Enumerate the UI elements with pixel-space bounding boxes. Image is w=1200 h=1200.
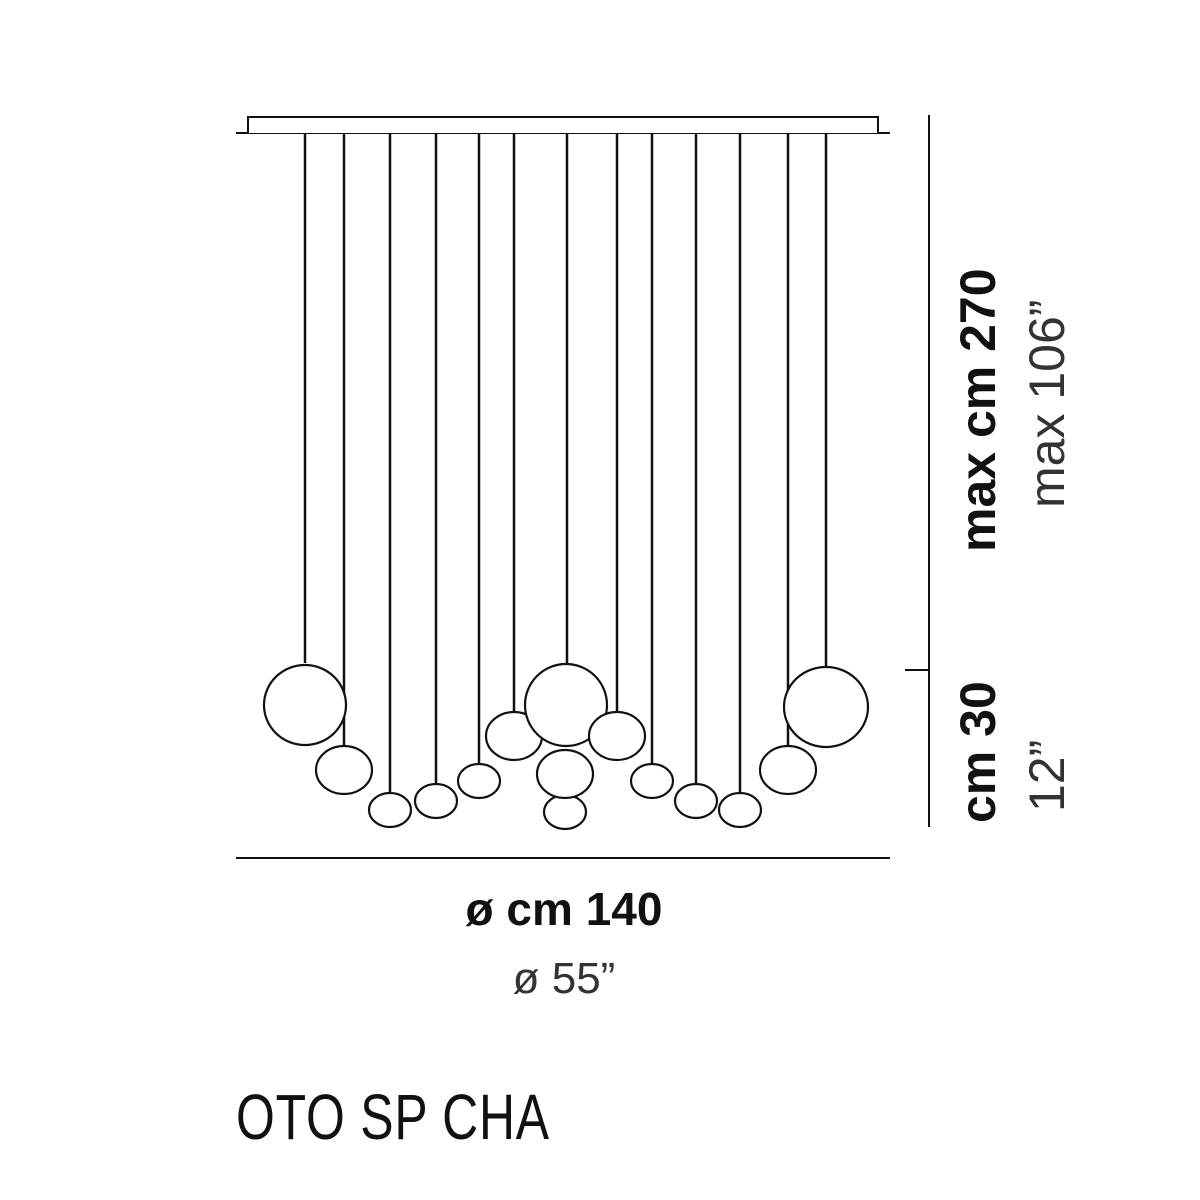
ceiling-canopy xyxy=(236,116,890,134)
globe xyxy=(314,744,374,796)
globe xyxy=(717,791,763,829)
diameter-metric: ø cm 140 xyxy=(466,883,663,935)
dimension-lines xyxy=(236,115,930,859)
globe xyxy=(782,665,870,749)
cluster-height-imperial: 12” xyxy=(1019,740,1075,812)
model-title: OTO SP CHA xyxy=(236,1081,550,1153)
globe xyxy=(456,762,502,800)
globe xyxy=(262,663,348,747)
height-max-imperial: max 106” xyxy=(1019,300,1075,508)
globe xyxy=(535,748,595,800)
glass-globes xyxy=(262,662,870,831)
globe xyxy=(629,762,675,800)
suspension-cables xyxy=(303,133,828,793)
globe xyxy=(367,791,413,829)
globe xyxy=(542,793,588,831)
globe xyxy=(523,662,609,748)
globe xyxy=(758,744,818,796)
globe xyxy=(413,782,459,820)
cluster-height-metric: cm 30 xyxy=(950,681,1006,823)
globe xyxy=(587,710,647,762)
diameter-imperial: ø 55” xyxy=(513,954,616,1003)
height-max-metric: max cm 270 xyxy=(950,268,1006,552)
globe xyxy=(673,782,719,820)
